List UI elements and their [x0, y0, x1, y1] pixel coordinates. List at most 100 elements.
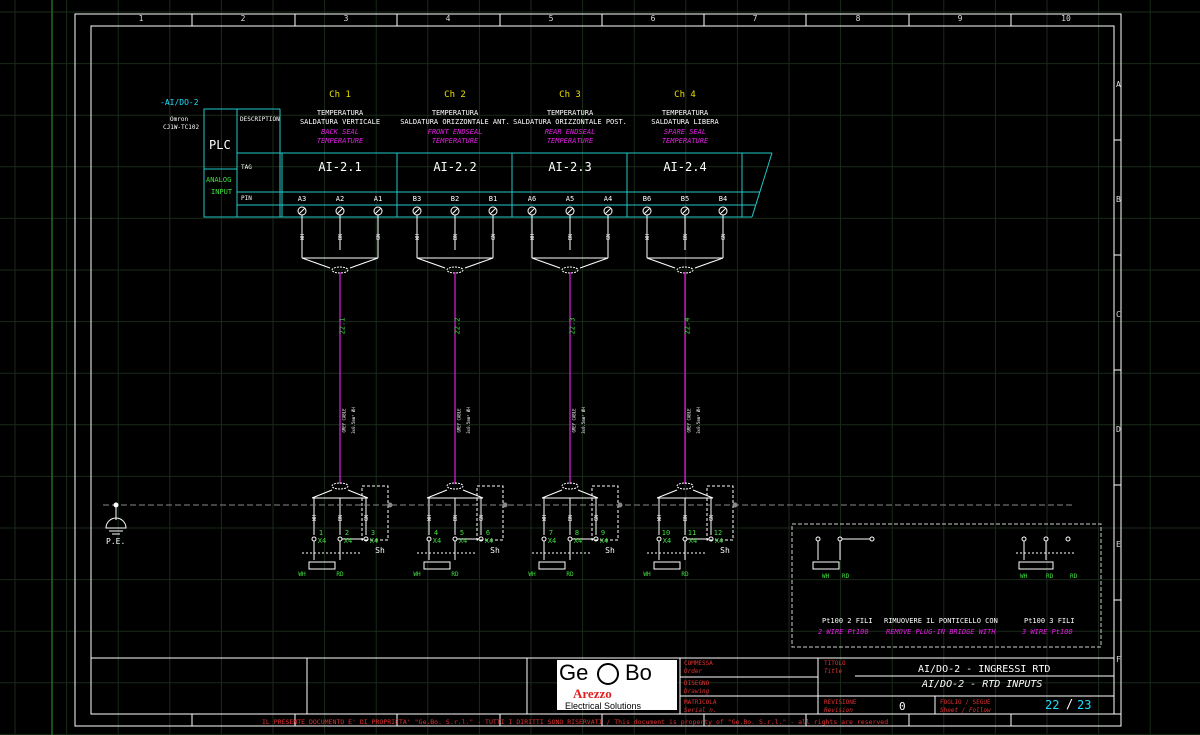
cable-type-2: 3x0.5mm² ØH: [465, 407, 471, 434]
revision-en: Revision: [824, 707, 853, 714]
sensor-wire-label: BN: [453, 514, 460, 522]
column-number: 9: [957, 14, 963, 23]
legend-resistor: [812, 561, 840, 570]
wire-number: GN: [491, 233, 498, 241]
screw-slot: [336, 207, 344, 215]
input-label: INPUT: [211, 188, 233, 196]
cable-type-1: GREY CABLE: [686, 408, 692, 433]
screw-slot: [604, 207, 612, 215]
row-tag-label: TAG: [241, 164, 252, 171]
screw-slot: [643, 207, 651, 215]
column-number: 1: [138, 14, 144, 23]
wire-number: WH: [645, 233, 652, 241]
legend-3wire-en: 3 WIRE Pt100: [1022, 628, 1073, 636]
break-slant: [751, 152, 773, 218]
rtd-terminal: X4: [599, 537, 609, 545]
drawing-title-line1: AI/DO-2 - INGRESSI RTD: [918, 664, 1051, 675]
rtd-terminal: X4: [714, 537, 724, 545]
logo-ge: Ge: [559, 660, 589, 685]
logo-emblem: [597, 663, 619, 685]
cable-taper: [347, 489, 369, 499]
wire-number: BN: [683, 233, 690, 241]
row-letter: A: [1116, 80, 1121, 89]
row-pin-label: PIN: [241, 195, 252, 202]
legend-wire-label: RD: [1070, 573, 1078, 580]
channel-tag: AI-2.3: [548, 160, 592, 174]
shield-ring: [561, 482, 579, 490]
sheet-next: 23: [1077, 698, 1092, 712]
rtd-terminal: X4: [317, 537, 327, 545]
legend-terminal: [869, 536, 875, 542]
wire-number: BN: [568, 233, 575, 241]
desc-it-2: SALDATURA VERTICALE: [299, 118, 381, 126]
legend-wire-label: WH: [1020, 573, 1028, 580]
pe-node: [502, 502, 508, 508]
column-number: 7: [752, 14, 758, 23]
desc-en-2: TEMPERATURE: [661, 137, 709, 145]
cable-taper: [692, 489, 714, 499]
rtd-resistor: [653, 561, 681, 570]
cable-id: 22.4: [683, 317, 692, 335]
shield-ring: [446, 482, 464, 490]
cable-type-2: 3x0.5mm² ØH: [695, 407, 701, 434]
legend-wire-label: RD: [1046, 573, 1054, 580]
column-number: 5: [548, 14, 554, 23]
pin-label: B6: [642, 195, 652, 203]
desc-it-1: TEMPERATURA: [546, 109, 594, 117]
wire-number: GN: [376, 233, 383, 241]
screw-slot: [528, 207, 536, 215]
channel-title: Ch 2: [444, 90, 466, 100]
rtd-rd-label: RD: [566, 571, 574, 578]
pin-label: B4: [718, 195, 728, 203]
rtd-rd-label: RD: [681, 571, 689, 578]
wire-number: WH: [415, 233, 422, 241]
drawing-it: DISEGNO: [684, 680, 710, 687]
desc-en-2: TEMPERATURE: [431, 137, 479, 145]
rtd-resistor: [308, 561, 336, 570]
screw-slot: [489, 207, 497, 215]
channel-title: Ch 1: [329, 90, 351, 100]
rtd-terminal: X4: [573, 537, 583, 545]
cable-type-2: 3x0.5mm² ØH: [580, 407, 586, 434]
rtd-wh-label: WH: [298, 571, 306, 578]
pin-label: A6: [527, 195, 537, 203]
rtd-pin-number: 5: [459, 529, 465, 537]
sensor-wire-label: WH: [427, 514, 434, 522]
rtd-wh-label: WH: [413, 571, 421, 578]
wire-number: WH: [530, 233, 537, 241]
rtd-wh-label: WH: [643, 571, 651, 578]
cable-taper: [694, 257, 724, 269]
sensor-wire-label: BN: [568, 514, 575, 522]
order-it: COMMESSA: [684, 660, 713, 667]
rtd-rd-label: RD: [336, 571, 344, 578]
cable-taper: [311, 489, 333, 499]
screw-slot: [451, 207, 459, 215]
footer-note: IL PRESENTE DOCUMENTO E' DI PROPRIETA' "…: [262, 718, 889, 726]
revision-value: 0: [899, 700, 906, 713]
channel-tag: AI-2.1: [318, 160, 362, 174]
column-number: 6: [650, 14, 656, 23]
cable-type-1: GREY CABLE: [571, 408, 577, 433]
column-number: 4: [445, 14, 451, 23]
shield-box: [476, 485, 504, 541]
serial-en: Serial n.: [684, 707, 717, 714]
cable-type-1: GREY CABLE: [341, 408, 347, 433]
column-number: 10: [1061, 14, 1071, 23]
cable-id: 22.2: [453, 317, 462, 335]
rtd-pin-number: 4: [433, 529, 439, 537]
row-letter: D: [1116, 425, 1121, 434]
module-code: -AI/DO-2: [160, 98, 199, 107]
pin-label: B2: [450, 195, 460, 203]
cable-type-2: 3x0.5mm² ØH: [350, 407, 356, 434]
pin-label: A5: [565, 195, 575, 203]
cable-taper: [301, 257, 331, 269]
sheet-separator: /: [1066, 697, 1074, 711]
legend-bridge-en: REMOVE PLUG-IN BRIDGE WITH: [886, 628, 996, 636]
desc-it-2: SALDATURA ORIZZONTALE ANT.: [400, 118, 510, 126]
row-letter: E: [1116, 540, 1121, 549]
row-letter: F: [1116, 655, 1121, 664]
row-letter: C: [1116, 310, 1121, 319]
column-number: 2: [240, 14, 246, 23]
screw-slot: [681, 207, 689, 215]
desc-it-1: TEMPERATURA: [316, 109, 364, 117]
